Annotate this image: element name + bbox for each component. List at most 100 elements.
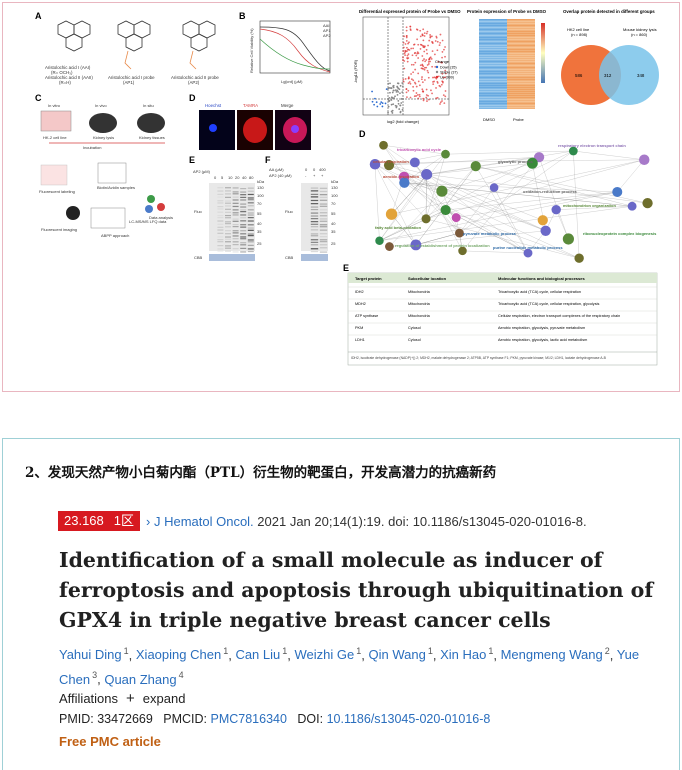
- network-node: [379, 140, 388, 150]
- gel-band: [225, 205, 231, 207]
- gel-band: [232, 209, 239, 211]
- heatmap-stripe: [507, 37, 535, 38]
- network-node: [642, 198, 653, 209]
- volcano-dot: [401, 82, 404, 84]
- gel-band: [217, 193, 224, 196]
- volcano-dot: [421, 76, 423, 78]
- c-label-11: LC-MS/MS LFQ data: [129, 219, 167, 224]
- gel-band: [217, 245, 224, 247]
- gel-band: [210, 218, 216, 219]
- volcano-dot: [415, 54, 418, 57]
- network-node: [440, 204, 451, 216]
- gel-band: [319, 187, 328, 189]
- gel-band: [310, 206, 319, 208]
- volcano-dot: [422, 28, 425, 31]
- network-node: [574, 253, 584, 263]
- f-kda-1: 130: [331, 185, 338, 190]
- volcano-dot: [407, 82, 410, 85]
- heatmap-stripe: [507, 31, 535, 32]
- gel-band: [217, 217, 224, 219]
- table-cell: Aerobic respiration, glycolysis, lactic …: [498, 338, 587, 342]
- gel-band: [247, 199, 254, 201]
- volcano-dot: [423, 50, 426, 53]
- free-pmc-article-label[interactable]: Free PMC article: [59, 734, 161, 749]
- volcano-dot: [435, 36, 438, 39]
- gel-band: [302, 221, 309, 222]
- citation-row: 23.168 1区 › J Hematol Oncol. 2021 Jan 20…: [58, 510, 587, 532]
- heatmap-stripe: [507, 53, 535, 54]
- gel-band: [240, 211, 247, 213]
- network-node: [409, 157, 420, 168]
- gel-band: [310, 248, 319, 250]
- gel-band: [319, 251, 328, 253]
- pmcid-link[interactable]: PMC7816340: [210, 712, 287, 726]
- volcano-xlabel: log2 (fold change): [387, 119, 420, 124]
- heatmap-stripe: [479, 87, 507, 88]
- affiliations-row[interactable]: Affiliations + expand: [59, 690, 185, 707]
- heatmap-stripe: [479, 65, 507, 66]
- volcano-dot: [438, 44, 441, 47]
- doi-link[interactable]: 10.1186/s13045-020-01016-8: [326, 712, 491, 726]
- e-kda-6: 35: [257, 229, 262, 234]
- gel-band: [217, 232, 224, 234]
- network-node: [383, 159, 395, 171]
- gel-band: [302, 223, 309, 224]
- gel-band: [247, 193, 254, 196]
- heatmap-stripe: [479, 25, 507, 26]
- section-heading: 2、发现天然产物小白菊内酯（PTL）衍生物的靶蛋白，开发高潜力的抗癌新药: [25, 465, 497, 481]
- gel-band: [225, 247, 231, 249]
- c-label-9: Fluorescent imaging: [41, 227, 77, 232]
- volcano-dot: [403, 60, 406, 62]
- gel-band: [225, 230, 231, 232]
- volcano-dot: [444, 95, 447, 98]
- f-kda-0: kDa: [331, 179, 339, 184]
- journal-link[interactable]: J Hematol Oncol.: [153, 513, 254, 529]
- pmcid-label: PMCID:: [163, 712, 208, 726]
- volcano-dot: [389, 91, 391, 94]
- network-node: [470, 161, 481, 172]
- gel-band: [310, 190, 319, 192]
- gel-band: [232, 220, 239, 222]
- volcano-dot: [374, 97, 376, 100]
- network-edge: [617, 159, 645, 193]
- gel-band: [232, 193, 239, 195]
- volcano-dot: [402, 59, 404, 61]
- heatmap-stripe: [479, 61, 507, 62]
- e-ap2-label: AP2 (μM): [193, 169, 211, 174]
- table-cell: Aerobic respiration, glycolysis, pyruvat…: [498, 326, 585, 330]
- volcano-dot: [387, 82, 390, 85]
- network-edge: [445, 191, 618, 211]
- volcano-dot: [420, 43, 423, 46]
- article-title: Identification of a small molecule as in…: [59, 548, 654, 632]
- gel-band: [210, 215, 216, 216]
- gel-band: [302, 247, 309, 248]
- f-sign-2: +: [313, 173, 316, 178]
- panel-label-a: A: [35, 11, 42, 21]
- chem-caption-1a: Aristolochic acid I (AAI): [45, 65, 91, 70]
- volcano-dot: [425, 96, 428, 99]
- volcano-dot: [405, 46, 408, 49]
- network-edge: [379, 206, 633, 241]
- volcano-dot: [402, 46, 405, 49]
- heatmap-col-2: Probe: [513, 117, 524, 122]
- gel-band: [310, 239, 319, 241]
- network-edge: [389, 191, 443, 247]
- gel-band: [310, 244, 319, 246]
- volcano-dot: [391, 112, 394, 114]
- heatmap-stripe: [479, 49, 507, 50]
- gel-band: [217, 196, 223, 197]
- gel-band: [319, 226, 328, 228]
- gel-band: [210, 221, 216, 222]
- gel-band: [319, 203, 328, 205]
- impact-badge[interactable]: 23.168 1区: [58, 511, 140, 531]
